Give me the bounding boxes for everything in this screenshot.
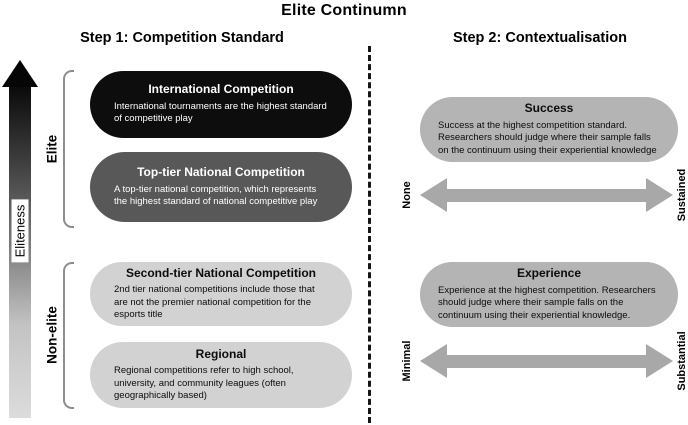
experience-continuum-arrow <box>420 344 673 378</box>
arrowhead-right-icon <box>646 344 673 378</box>
competition-box-regional: Regional Regional competitions refer to … <box>90 342 352 408</box>
eliteness-arrow-up-icon <box>2 60 38 87</box>
box-title: Top-tier National Competition <box>137 164 305 179</box>
section-divider-dashed-line <box>368 46 371 423</box>
arrow-bar <box>447 188 646 202</box>
step2-header: Step 2: Contextualisation <box>452 30 628 46</box>
arrowhead-right-icon <box>646 178 673 212</box>
box-body: Regional competitions refer to high scho… <box>114 365 294 402</box>
arrowhead-left-icon <box>420 178 447 212</box>
competition-box-international: International Competition International … <box>90 71 352 138</box>
box-title: Experience <box>516 266 582 281</box>
competition-box-second-tier-national: Second-tier National Competition 2nd tie… <box>90 262 352 326</box>
box-title: Second-tier National Competition <box>125 265 316 280</box>
page-title: Elite Continumn <box>281 2 407 19</box>
box-body: A top-tier national competition, which r… <box>114 183 318 207</box>
arrow-bar <box>447 354 646 368</box>
context-box-experience: Experience Experience at the highest com… <box>420 262 678 327</box>
scale-label-minimal: Minimal <box>401 340 413 382</box>
context-box-success: Success Success at the highest competiti… <box>420 97 678 162</box>
scale-label-substantial: Substantial <box>676 331 688 391</box>
elite-group-bracket <box>63 70 74 228</box>
eliteness-axis-label: Eliteness <box>11 199 29 263</box>
success-continuum-arrow <box>420 178 673 212</box>
non-elite-group-bracket <box>63 262 74 409</box>
competition-box-top-tier-national: Top-tier National Competition A top-tier… <box>90 152 352 222</box>
box-title: International Competition <box>148 82 294 97</box>
scale-label-sustained: Sustained <box>676 168 688 222</box>
box-body: Experience at the highest competition. R… <box>438 284 656 321</box>
box-title: Success <box>524 101 574 116</box>
group-label-non-elite: Non-elite <box>44 306 60 364</box>
scale-label-none: None <box>401 181 413 209</box>
arrowhead-left-icon <box>420 344 447 378</box>
box-body: International tournaments are the highes… <box>114 101 327 125</box>
box-body: Success at the highest competition stand… <box>438 119 657 156</box>
step1-header: Step 1: Competition Standard <box>80 30 284 46</box>
box-body: 2nd tier national competitions include t… <box>114 284 315 321</box>
group-label-elite: Elite <box>44 134 60 164</box>
box-title: Regional <box>195 346 247 361</box>
